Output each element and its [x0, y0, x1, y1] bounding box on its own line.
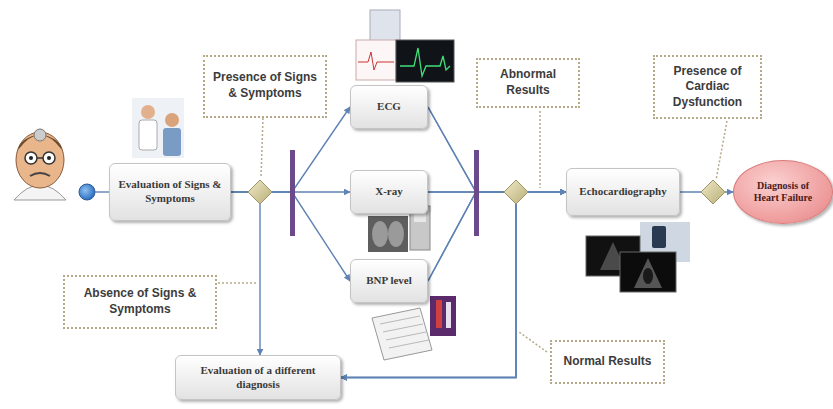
consultation-picture [132, 98, 184, 158]
node-label: Presence of Cardiac Dysfunction [661, 64, 754, 111]
flow-connector [341, 107, 516, 378]
bnp-picture [372, 296, 456, 360]
flow-connector [428, 192, 566, 281]
node-label: Echocardiography [579, 185, 666, 199]
flow-connector [341, 192, 516, 378]
node-label: Evaluation of Signs & Symptoms [116, 178, 224, 206]
node-label: Normal Results [563, 354, 651, 370]
join-bar [474, 150, 479, 236]
fork-bar [290, 150, 295, 236]
node-label: BNP level [366, 274, 412, 288]
decision-diamond [248, 180, 272, 204]
leader-line [218, 282, 257, 284]
test-box: ECG [350, 85, 428, 129]
flow-connector [231, 192, 260, 355]
node-label: X-ray [375, 185, 403, 199]
ecg-picture [356, 10, 454, 82]
decision-diamond [701, 180, 725, 204]
process-box: Evaluation of Signs & Symptoms [109, 163, 231, 221]
decision-diamond [504, 180, 528, 204]
test-box: BNP level [350, 259, 428, 303]
process-box: Evaluation of a different diagnosis [175, 355, 341, 400]
process-box: Echocardiography [566, 168, 680, 216]
node-label: ECG [377, 100, 401, 114]
callout-note: Abnormal Results [476, 58, 580, 108]
doctor-figure [14, 129, 66, 200]
node-label: Diagnosis of Heart Failure [750, 180, 816, 204]
node-label: Absence of Signs & Symptoms [71, 286, 209, 317]
node-label: Evaluation of a different diagnosis [182, 364, 334, 392]
test-box: X-ray [350, 170, 428, 214]
leader-line [519, 332, 547, 352]
leader-line [261, 118, 263, 177]
leader-line [716, 121, 727, 180]
flow-connector [428, 107, 566, 192]
node-label: Abnormal Results [484, 67, 572, 98]
callout-note: Presence of Cardiac Dysfunction [653, 55, 762, 119]
flow-connector [341, 192, 516, 378]
terminal-ellipse: Diagnosis of Heart Failure [733, 160, 833, 224]
start-circle [79, 184, 95, 200]
callout-note: Normal Results [550, 340, 665, 384]
callout-note: Absence of Signs & Symptoms [63, 275, 217, 329]
echo-picture [586, 222, 690, 292]
callout-note: Presence of Signs & Symptoms [203, 55, 327, 118]
node-label: Presence of Signs & Symptoms [211, 70, 319, 101]
leader-line [539, 111, 541, 188]
